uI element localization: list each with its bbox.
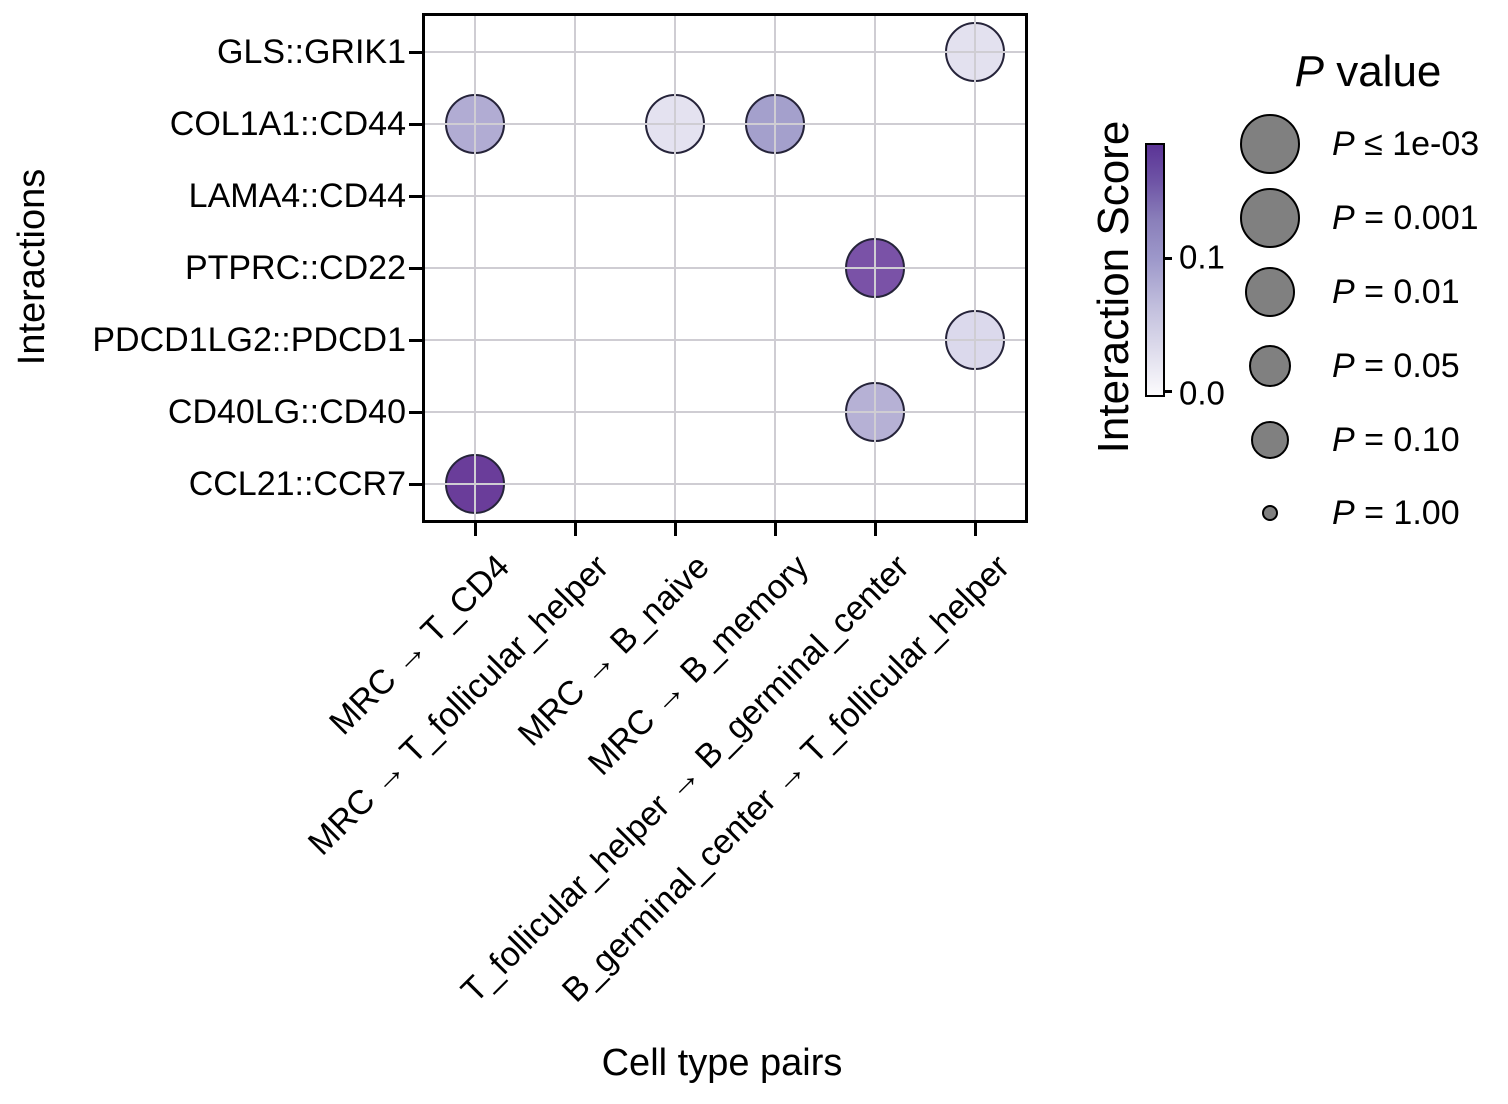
- y-tick-label: PTPRC::CD22: [184, 249, 406, 287]
- y-tick-mark: [409, 122, 422, 126]
- y-tick-label: CCL21::CCR7: [188, 465, 406, 503]
- y-tick-label: LAMA4::CD44: [188, 177, 406, 215]
- gridline-horizontal: [425, 411, 1025, 413]
- pvalue-legend-label: P = 0.05: [1332, 347, 1460, 385]
- gridline-horizontal: [425, 51, 1025, 53]
- x-axis-title: Cell type pairs: [601, 1042, 843, 1084]
- pvalue-legend-circle: [1240, 114, 1300, 174]
- y-tick-mark: [409, 266, 422, 270]
- pvalue-legend-label: P = 0.01: [1332, 273, 1460, 311]
- pvalue-legend-circle: [1240, 188, 1300, 248]
- pvalue-legend-label: P ≤ 1e-03: [1332, 125, 1480, 163]
- y-tick-label: COL1A1::CD44: [169, 105, 406, 143]
- colorbar-tick-label: 0.0: [1179, 374, 1225, 412]
- plot-border: [422, 13, 1028, 523]
- gridline-horizontal: [425, 123, 1025, 125]
- y-tick-mark: [409, 50, 422, 54]
- pvalue-legend-circle: [1262, 505, 1278, 521]
- pvalue-legend-title: P value: [1294, 47, 1442, 96]
- y-tick-label: PDCD1LG2::PDCD1: [92, 321, 406, 359]
- x-tick-mark: [773, 523, 777, 536]
- y-tick-label: GLS::GRIK1: [217, 33, 406, 71]
- y-tick-mark: [409, 338, 422, 342]
- pvalue-legend-label: P = 0.10: [1332, 421, 1460, 459]
- pvalue-legend-circle: [1249, 345, 1291, 387]
- colorbar-tick-mark: [1163, 390, 1172, 393]
- gridline-horizontal: [425, 195, 1025, 197]
- colorbar-title: Interaction Score: [1089, 120, 1138, 454]
- y-tick-label: CD40LG::CD40: [167, 393, 406, 431]
- x-tick-mark: [873, 523, 877, 536]
- pvalue-legend-circle: [1251, 421, 1289, 459]
- colorbar-tick-label: 0.1: [1179, 238, 1225, 276]
- x-tick-mark: [473, 523, 477, 536]
- y-axis-title: Interactions: [11, 168, 53, 366]
- pvalue-legend-circle: [1245, 267, 1295, 317]
- y-tick-mark: [409, 410, 422, 414]
- x-tick-mark: [573, 523, 577, 536]
- colorbar-tick-mark: [1163, 257, 1172, 260]
- x-tick-label: MRC → T_CD4: [321, 547, 517, 743]
- gridline-horizontal: [425, 483, 1025, 485]
- gridline-horizontal: [425, 339, 1025, 341]
- gridline-horizontal: [425, 267, 1025, 269]
- pvalue-legend-label: P = 1.00: [1332, 494, 1460, 532]
- pvalue-legend-label: P = 0.001: [1332, 199, 1479, 237]
- x-tick-mark: [973, 523, 977, 536]
- y-tick-mark: [409, 482, 422, 486]
- y-tick-mark: [409, 194, 422, 198]
- colorbar-gradient: [1145, 143, 1165, 397]
- x-tick-mark: [673, 523, 677, 536]
